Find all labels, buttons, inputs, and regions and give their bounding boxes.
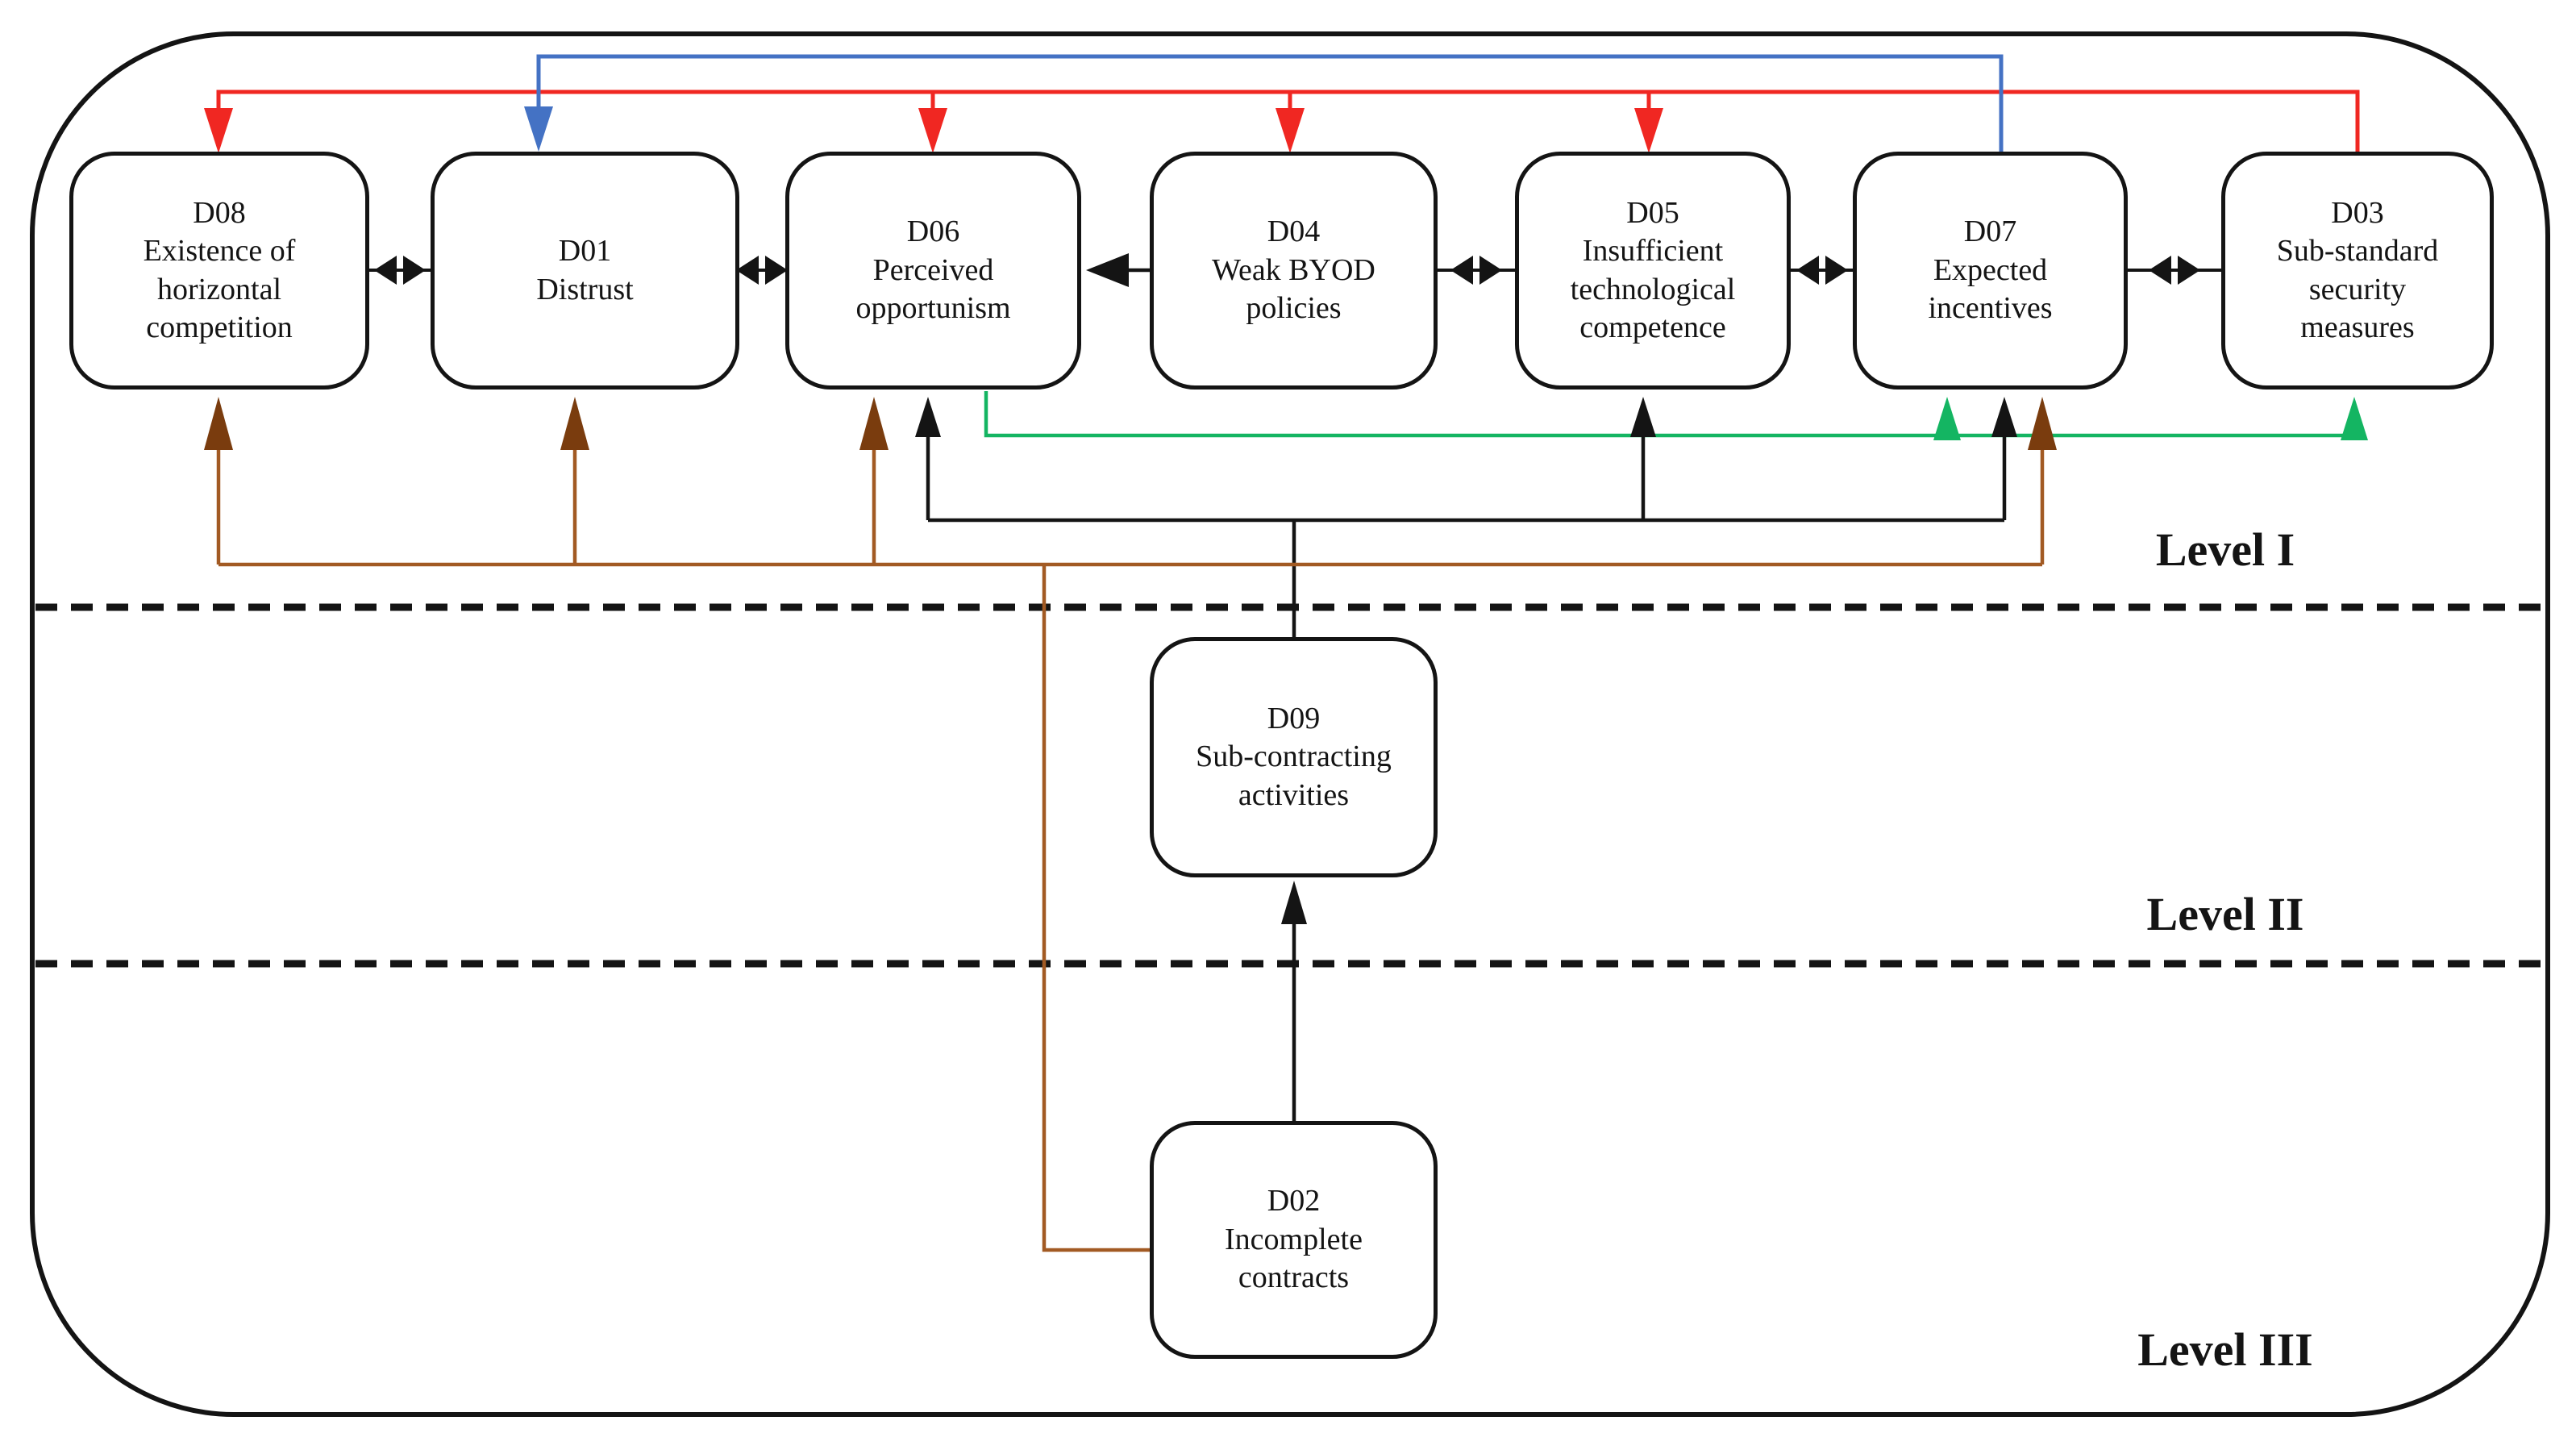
node-d06: D06 Perceived opportunism bbox=[785, 152, 1081, 390]
red-arrowhead-d05-icon bbox=[1634, 108, 1663, 153]
black-arrows-d09-d02 bbox=[926, 435, 2007, 1121]
double-arrow-left-d08-d01-icon bbox=[374, 256, 397, 285]
green-arrows-d06-to-d07-d03 bbox=[984, 391, 2354, 440]
blue-arrowhead-d01-icon bbox=[524, 106, 553, 152]
node-d09: D09 Sub-contracting activities bbox=[1150, 637, 1438, 877]
brown-arrowhead-d07-icon bbox=[2028, 397, 2057, 450]
node-d01: D01 Distrust bbox=[431, 152, 739, 390]
double-arrow-right-d07-d03-icon bbox=[2178, 256, 2200, 285]
green-line-main bbox=[984, 391, 2354, 438]
diamond-double-arrowheads bbox=[374, 256, 2200, 285]
green-arrowhead-d03-icon bbox=[2341, 397, 2368, 440]
arrow-d04-to-d06 bbox=[1086, 253, 1150, 287]
double-arrow-right-d08-d01-icon bbox=[403, 256, 426, 285]
brown-arrowhead-d06-icon bbox=[859, 397, 888, 450]
black-arrowheads bbox=[915, 397, 2017, 924]
red-arrowhead-d04-icon bbox=[1276, 108, 1305, 153]
brown-feed-from-d02 bbox=[1042, 565, 1150, 1252]
green-arrowheads bbox=[1933, 397, 2368, 440]
level-1-label: Level I bbox=[2155, 523, 2295, 576]
node-d08: D08 Existence of horizontal competition bbox=[69, 152, 369, 390]
level-2-label: Level II bbox=[2146, 888, 2304, 940]
node-d03: D03 Sub-standard security measures bbox=[2221, 152, 2494, 390]
double-arrow-left-d05-d07-icon bbox=[1796, 256, 1819, 285]
node-d05: D05 Insufficient technological competenc… bbox=[1515, 152, 1791, 390]
green-arrowhead-d07-icon bbox=[1933, 397, 1961, 440]
double-arrow-right-d05-d07-icon bbox=[1825, 256, 1848, 285]
black-arrowhead-d05-icon bbox=[1630, 397, 1656, 437]
brown-arrowheads bbox=[204, 397, 2057, 450]
brown-arrowhead-d01-icon bbox=[560, 397, 589, 450]
red-arrowheads bbox=[204, 108, 1663, 153]
node-d07: D07 Expected incentives bbox=[1853, 152, 2128, 390]
outer-border bbox=[30, 31, 2550, 1417]
double-arrow-right-d04-d05-icon bbox=[1479, 256, 1502, 285]
level-3-label: Level III bbox=[2137, 1323, 2313, 1376]
blue-arrow-d07-to-d01 bbox=[536, 54, 2004, 152]
black-arrowhead-d06-icon bbox=[915, 397, 941, 437]
black-arrowhead-d06-left-icon bbox=[1086, 253, 1129, 287]
double-arrow-left-d01-d06-icon bbox=[736, 256, 759, 285]
double-arrow-left-d07-d03-icon bbox=[2149, 256, 2171, 285]
double-arrow-right-d01-d06-icon bbox=[765, 256, 788, 285]
red-arrowhead-d06-icon bbox=[918, 108, 947, 153]
node-d04: D04 Weak BYOD policies bbox=[1150, 152, 1438, 390]
double-arrow-left-d04-d05-icon bbox=[1450, 256, 1473, 285]
red-arrowhead-d08-icon bbox=[204, 108, 233, 153]
black-arrowhead-d07-icon bbox=[1991, 397, 2017, 437]
blue-line bbox=[536, 54, 2004, 152]
black-arrowhead-d09-icon bbox=[1281, 881, 1307, 924]
brown-arrowhead-d08-icon bbox=[204, 397, 233, 450]
brown-arrows-d02-to-top-row bbox=[216, 448, 2045, 1252]
node-d02: D02 Incomplete contracts bbox=[1150, 1121, 1438, 1359]
